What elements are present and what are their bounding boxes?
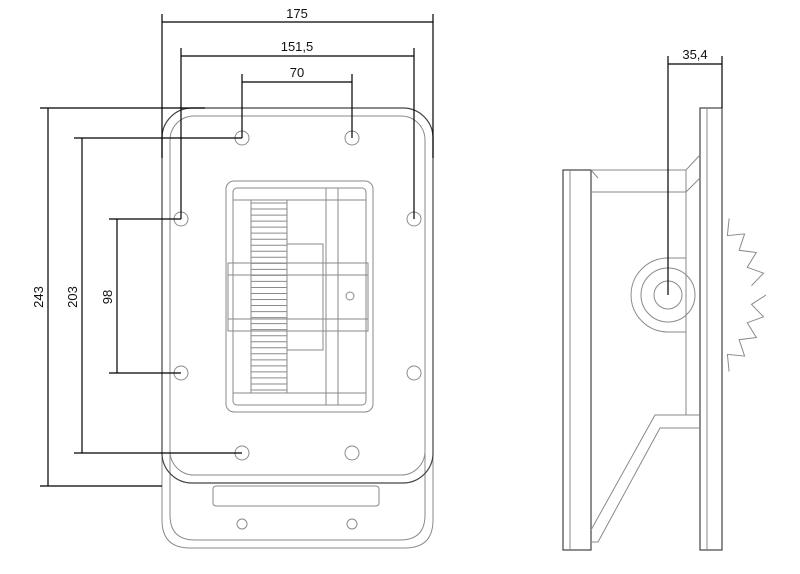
- hole-lower-right: [406, 365, 422, 381]
- shaft-pin-hole: [345, 291, 355, 301]
- hole-bottom-right: [344, 445, 360, 461]
- gear-side: [726, 218, 767, 372]
- housing-inner: [232, 187, 367, 406]
- side-back-plate: [562, 169, 592, 551]
- gear-hub: [286, 243, 324, 351]
- side-flange: [699, 107, 723, 551]
- dimension-lines: [40, 14, 723, 487]
- side-bracket-upper: [591, 154, 701, 193]
- dim-hole-height-outer: 203: [65, 286, 80, 308]
- dim-side-offset: 35,4: [682, 47, 707, 62]
- front-view: [161, 107, 434, 549]
- gear-front: [250, 199, 288, 394]
- main-plate: [161, 107, 434, 484]
- dim-hole-span-outer: 151,5: [281, 39, 314, 54]
- main-plate-inner: [169, 115, 426, 476]
- side-bracket-lower: [590, 414, 700, 543]
- lower-slot: [212, 485, 380, 507]
- side-boss: [630, 257, 686, 333]
- dim-overall-height: 243: [31, 286, 46, 308]
- lower-tab-outline: [161, 452, 434, 549]
- lower-hole-right: [346, 518, 358, 530]
- shaft-body: [227, 262, 369, 332]
- lower-hole-left: [236, 518, 248, 530]
- dimension-labels: 175 151,5 70 243 203 98 35,4: [31, 6, 708, 308]
- dim-overall-width: 175: [286, 6, 308, 21]
- side-view: [562, 107, 767, 551]
- lower-tab-inner: [169, 452, 426, 541]
- dim-hole-height-inner: 98: [100, 290, 115, 304]
- dim-hole-span-inner: 70: [290, 65, 304, 80]
- side-bracket-top-slope: [590, 169, 687, 192]
- housing-outer: [225, 180, 374, 413]
